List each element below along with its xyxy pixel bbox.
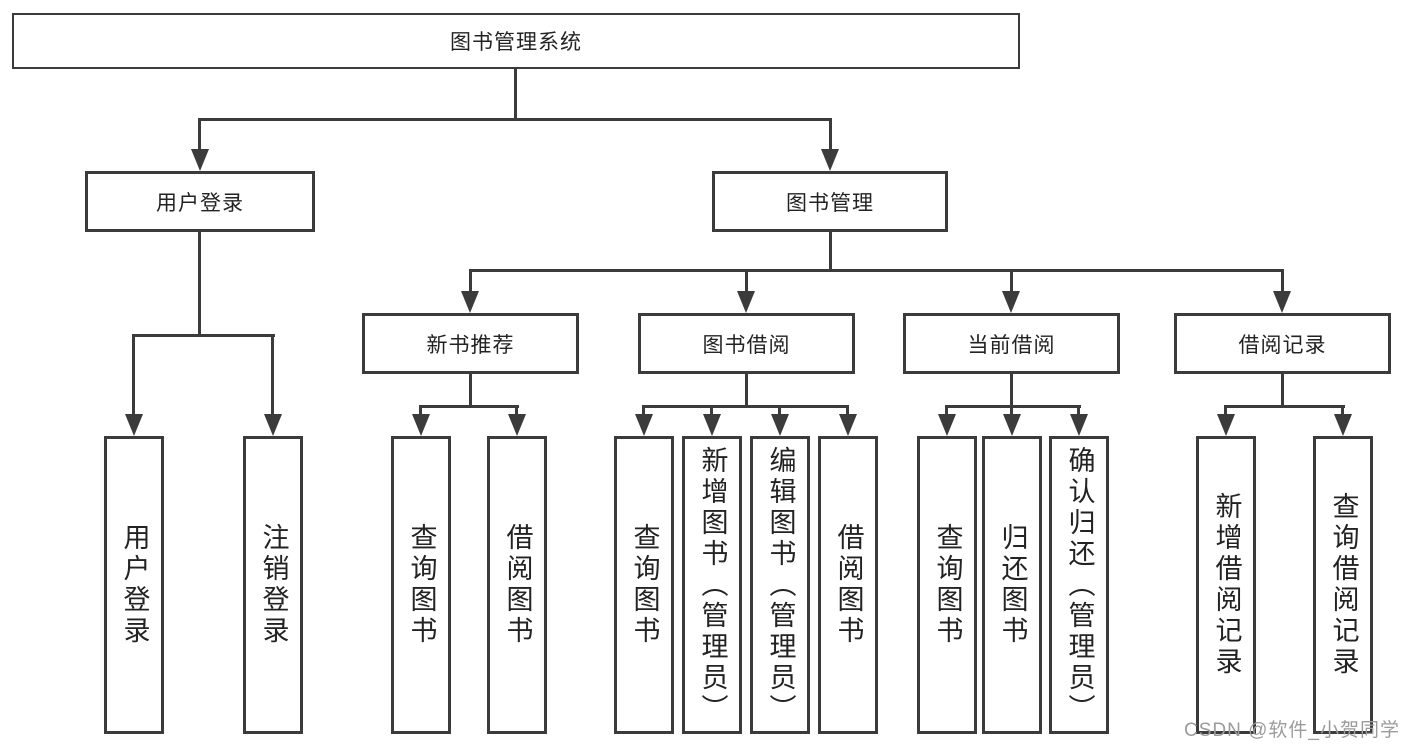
arrowhead-leaf-b3	[771, 414, 789, 436]
connector-user-login-bar	[133, 334, 275, 337]
arrowhead-leaf-a1	[412, 414, 430, 436]
arrowhead-leaf-logout	[264, 414, 282, 436]
node-user-login: 用户登录	[85, 171, 315, 232]
connector-borrow-records-drop	[1281, 269, 1284, 293]
node-root: 图书管理系统	[12, 13, 1020, 69]
connector-book-borrow-drop	[745, 269, 748, 293]
arrowhead-borrow-records	[1273, 291, 1291, 313]
connector-book-management-stem	[829, 232, 832, 272]
leaf-query-borrow-record-label: 查询借阅记录	[1328, 492, 1359, 678]
connector-user-login-stem	[198, 232, 201, 336]
arrowhead-leaf-c2	[1003, 414, 1021, 436]
leaf-borrow-books: 借阅图书	[818, 436, 878, 734]
leaf-add-books-admin: 新增图书（管理员）	[682, 436, 742, 734]
connector-leaf-c1-drop	[945, 405, 948, 416]
node-book-borrow-label: 图书借阅	[702, 333, 791, 357]
arrowhead-leaf-b1	[635, 414, 653, 436]
arrowhead-current-borrow	[1002, 291, 1020, 313]
connector-book-borrow-stem	[745, 372, 748, 407]
leaf-add-books-admin-label: 新增图书（管理员）	[697, 445, 728, 725]
leaf-current-query-books-label: 查询图书	[932, 523, 963, 647]
node-root-label: 图书管理系统	[450, 31, 582, 54]
connector-new-book-stem	[469, 372, 472, 407]
arrowhead-book-management	[821, 149, 839, 171]
leaf-confirm-return-admin-label: 确认归还（管理员）	[1064, 445, 1095, 725]
connector-new-book-bar	[420, 405, 519, 408]
connector-leaf-a1-drop	[419, 405, 422, 416]
connector-new-book-drop	[469, 269, 472, 293]
arrowhead-leaf-user-login	[125, 414, 143, 436]
leaf-logout: 注销登录	[243, 436, 303, 734]
connector-leaf-d1-drop	[1224, 405, 1227, 416]
connector-user-login-drop	[198, 118, 201, 152]
connector-book-borrow-bar	[643, 405, 849, 408]
leaf-confirm-return-admin: 确认归还（管理员）	[1049, 436, 1109, 734]
leaf-edit-books-admin: 编辑图书（管理员）	[750, 436, 810, 734]
leaf-return-books: 归还图书	[982, 436, 1042, 734]
node-new-book-recommend-label: 新书推荐	[426, 333, 515, 357]
leaf-return-books-label: 归还图书	[997, 523, 1028, 647]
leaf-recommend-query-books-label: 查询图书	[406, 523, 437, 647]
connector-leaf-b3-drop	[778, 405, 781, 416]
csdn-watermark: CSDN @软件_小贺同学	[1184, 720, 1400, 741]
leaf-user-login-label: 用户登录	[119, 523, 150, 647]
connector-root-stem	[514, 69, 517, 120]
leaf-borrow-books-label: 借阅图书	[833, 523, 864, 647]
connector-level3-bar	[469, 269, 1284, 272]
connector-leaf-b1-drop	[642, 405, 645, 416]
connector-book-management-drop	[829, 118, 832, 152]
node-borrow-records-label: 借阅记录	[1238, 333, 1327, 357]
leaf-edit-books-admin-label: 编辑图书（管理员）	[765, 445, 796, 725]
arrowhead-leaf-a2	[508, 414, 526, 436]
connector-current-borrow-bar	[946, 405, 1081, 408]
connector-leaf-b4-drop	[846, 405, 849, 416]
node-book-management: 图书管理	[712, 171, 948, 232]
leaf-add-borrow-record: 新增借阅记录	[1196, 436, 1256, 734]
arrowhead-leaf-b2	[703, 414, 721, 436]
connector-leaf-a2-drop	[515, 405, 518, 416]
connector-leaf-d2-drop	[1341, 405, 1344, 416]
arrowhead-leaf-d2	[1334, 414, 1352, 436]
connector-root-bar	[198, 118, 832, 121]
arrowhead-book-borrow	[737, 291, 755, 313]
leaf-add-borrow-record-label: 新增借阅记录	[1211, 492, 1242, 678]
arrowhead-new-book	[461, 291, 479, 313]
leaf-borrow-query-books-label: 查询图书	[629, 523, 660, 647]
leaf-recommend-borrow-books: 借阅图书	[487, 436, 547, 734]
connector-leaf-b2-drop	[710, 405, 713, 416]
connector-current-borrow-drop	[1010, 269, 1013, 293]
node-user-login-label: 用户登录	[156, 191, 244, 215]
leaf-user-login: 用户登录	[104, 436, 164, 734]
node-new-book-recommend: 新书推荐	[362, 313, 579, 374]
leaf-query-borrow-record: 查询借阅记录	[1313, 436, 1373, 734]
leaf-recommend-borrow-books-label: 借阅图书	[502, 523, 533, 647]
arrowhead-leaf-d1	[1217, 414, 1235, 436]
leaf-recommend-query-books: 查询图书	[391, 436, 451, 734]
connector-leaf-c2-drop	[1010, 405, 1013, 416]
node-borrow-records: 借阅记录	[1174, 313, 1391, 374]
node-current-borrow: 当前借阅	[903, 313, 1120, 374]
arrowhead-leaf-b4	[839, 414, 857, 436]
connector-current-borrow-stem	[1010, 372, 1013, 407]
connector-borrow-records-bar	[1225, 405, 1345, 408]
leaf-borrow-query-books: 查询图书	[614, 436, 674, 734]
connector-leaf-user-login-drop	[132, 334, 135, 416]
arrowhead-leaf-c1	[938, 414, 956, 436]
node-book-management-label: 图书管理	[786, 191, 874, 215]
connector-leaf-c3-drop	[1077, 405, 1080, 416]
arrowhead-user-login	[191, 149, 209, 171]
node-book-borrow: 图书借阅	[638, 313, 855, 374]
leaf-logout-label: 注销登录	[258, 523, 289, 647]
arrowhead-leaf-c3	[1070, 414, 1088, 436]
connector-leaf-logout-drop	[271, 334, 274, 416]
leaf-current-query-books: 查询图书	[917, 436, 977, 734]
node-current-borrow-label: 当前借阅	[967, 333, 1056, 357]
connector-borrow-records-stem	[1281, 372, 1284, 407]
